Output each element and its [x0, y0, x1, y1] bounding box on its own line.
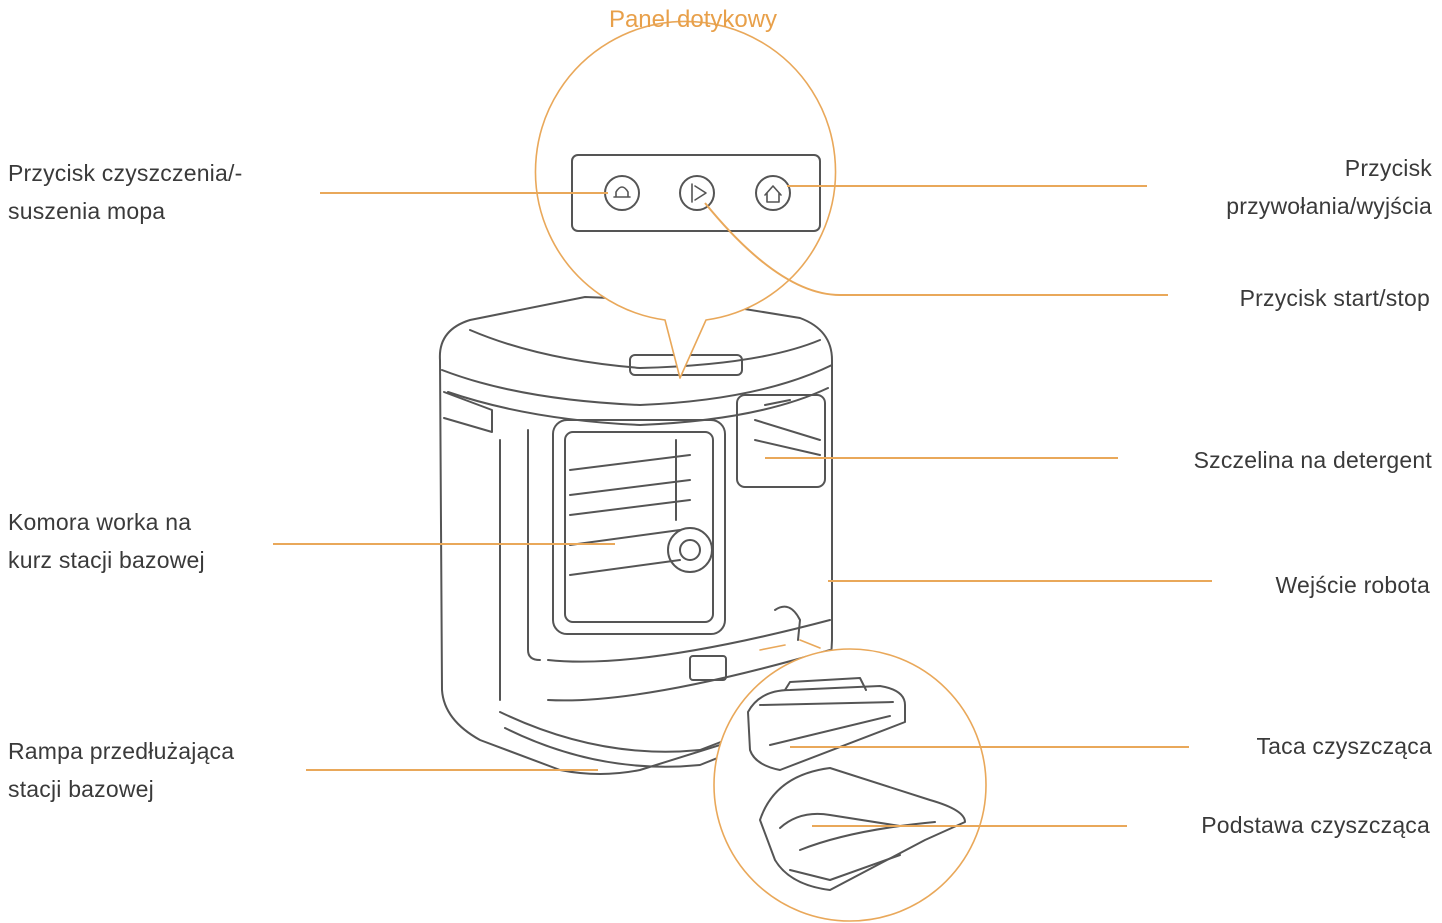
- label-dust-bag: Komora worka na kurz stacji bazowej: [8, 503, 205, 579]
- label-cleaning-base: Podstawa czyszcząca: [1201, 812, 1430, 838]
- label-robot-entry: Wejście robota: [1275, 572, 1430, 598]
- label-line: przywołania/wyjścia: [1226, 193, 1432, 219]
- label-detergent-slot: Szczelina na detergent: [1193, 447, 1432, 473]
- label-recall-button: Przycisk przywołania/wyjścia: [1226, 149, 1432, 225]
- label-line: Przycisk: [1344, 155, 1432, 181]
- label-cleaning-tray: Taca czyszcząca: [1256, 733, 1432, 759]
- label-ramp: Rampa przedłużająca stacji bazowej: [8, 732, 234, 808]
- label-line: kurz stacji bazowej: [8, 547, 205, 573]
- station-body: [438, 296, 833, 775]
- label-line: Komora worka na: [8, 509, 192, 535]
- label-start-stop: Przycisk start/stop: [1239, 285, 1430, 311]
- leader-lines: [273, 185, 1212, 827]
- tray-zoom: [713, 639, 987, 922]
- label-line: Rampa przedłużająca: [8, 738, 235, 764]
- play-icon: [679, 175, 715, 211]
- touch-panel-zoom: [534, 20, 837, 379]
- diagram-title: Panel dotykowy: [608, 6, 778, 33]
- label-line: Przycisk czyszczenia/-: [8, 160, 243, 186]
- label-line: suszenia mopa: [8, 198, 166, 224]
- label-mop-button: Przycisk czyszczenia/- suszenia mopa: [8, 154, 242, 230]
- home-icon: [755, 175, 791, 211]
- label-line: stacji bazowej: [8, 776, 154, 802]
